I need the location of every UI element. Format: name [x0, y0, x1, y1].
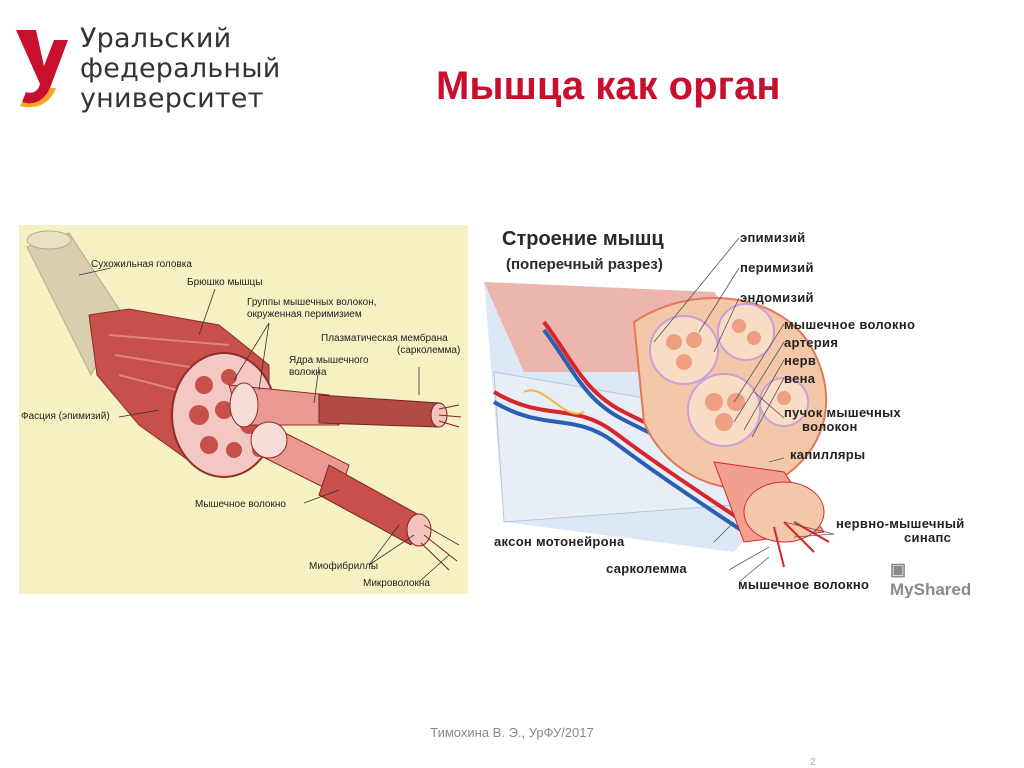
presentation-icon: ▣: [890, 560, 907, 579]
label-nuclei-1: Ядра мышечного: [289, 355, 369, 366]
label-sarcolemma: сарколемма: [606, 561, 687, 576]
label-membrane-1: Плазматическая мембрана: [321, 333, 448, 344]
page-number: 2: [810, 757, 816, 768]
label-muscle-belly: Брюшко мышцы: [187, 277, 263, 288]
logo-line-1: Уральский: [80, 23, 232, 54]
label-microfibers: Микроволокна: [363, 578, 430, 589]
label-nuclei-2: волокна: [289, 367, 327, 378]
right-diagram-subtitle: (поперечный разрез): [506, 256, 663, 273]
right-diagram-title: Строение мышц: [502, 228, 664, 250]
label-bundle-1: пучок мышечных: [784, 405, 902, 420]
label-epimysium: эпимизий: [740, 230, 806, 245]
label-artery: артерия: [784, 335, 839, 350]
logo-line-2: федеральный: [80, 53, 281, 84]
label-nerve: нерв: [784, 353, 817, 368]
muscle-organ-diagram: Сухожильная головка Брюшко мышцы Группы …: [19, 225, 468, 594]
label-perimysium: перимизий: [740, 260, 814, 275]
label-capillaries: капилляры: [790, 447, 866, 462]
watermark-text: MyShared: [890, 580, 972, 598]
label-fascia: Фасция (эпимизий): [21, 411, 110, 422]
label-fiber-groups-1: Группы мышечных волокон,: [247, 297, 377, 308]
muscle-organ-illustration: [26, 230, 462, 583]
university-name: Уральский федеральный университет: [80, 24, 281, 114]
myshared-watermark: ▣ MyShared: [890, 560, 990, 598]
slide-footer: Тимохина В. Э., УрФУ/2017: [430, 725, 594, 740]
label-muscle-fiber-2: мышечное волокно: [738, 577, 870, 592]
slide-title: Мышца как орган: [436, 64, 781, 108]
muscle-cross-section-illustration: [484, 237, 835, 583]
label-myofibrils: Миофибриллы: [309, 561, 379, 572]
label-muscle-fiber: мышечное волокно: [784, 317, 916, 332]
label-axon: аксон мотонейрона: [494, 534, 625, 549]
urfu-logo-icon: [16, 30, 68, 108]
label-synapse-2: синапс: [904, 530, 952, 545]
logo-line-3: университет: [80, 83, 264, 114]
label-fiber-groups-2: окруженная перимизием: [247, 309, 362, 320]
label-muscle-fiber: Мышечное волокно: [195, 499, 286, 510]
label-synapse-1: нервно-мышечный: [836, 516, 965, 531]
muscle-structure-diagram: Строение мышц (поперечный разрез) эпимиз…: [484, 222, 990, 598]
label-bundle-2: волокон: [802, 419, 858, 434]
label-membrane-2: (сарколемма): [397, 345, 461, 356]
label-vein: вена: [784, 371, 816, 386]
label-tendon-head: Сухожильная головка: [91, 259, 192, 270]
label-endomysium: эндомизий: [740, 290, 814, 305]
